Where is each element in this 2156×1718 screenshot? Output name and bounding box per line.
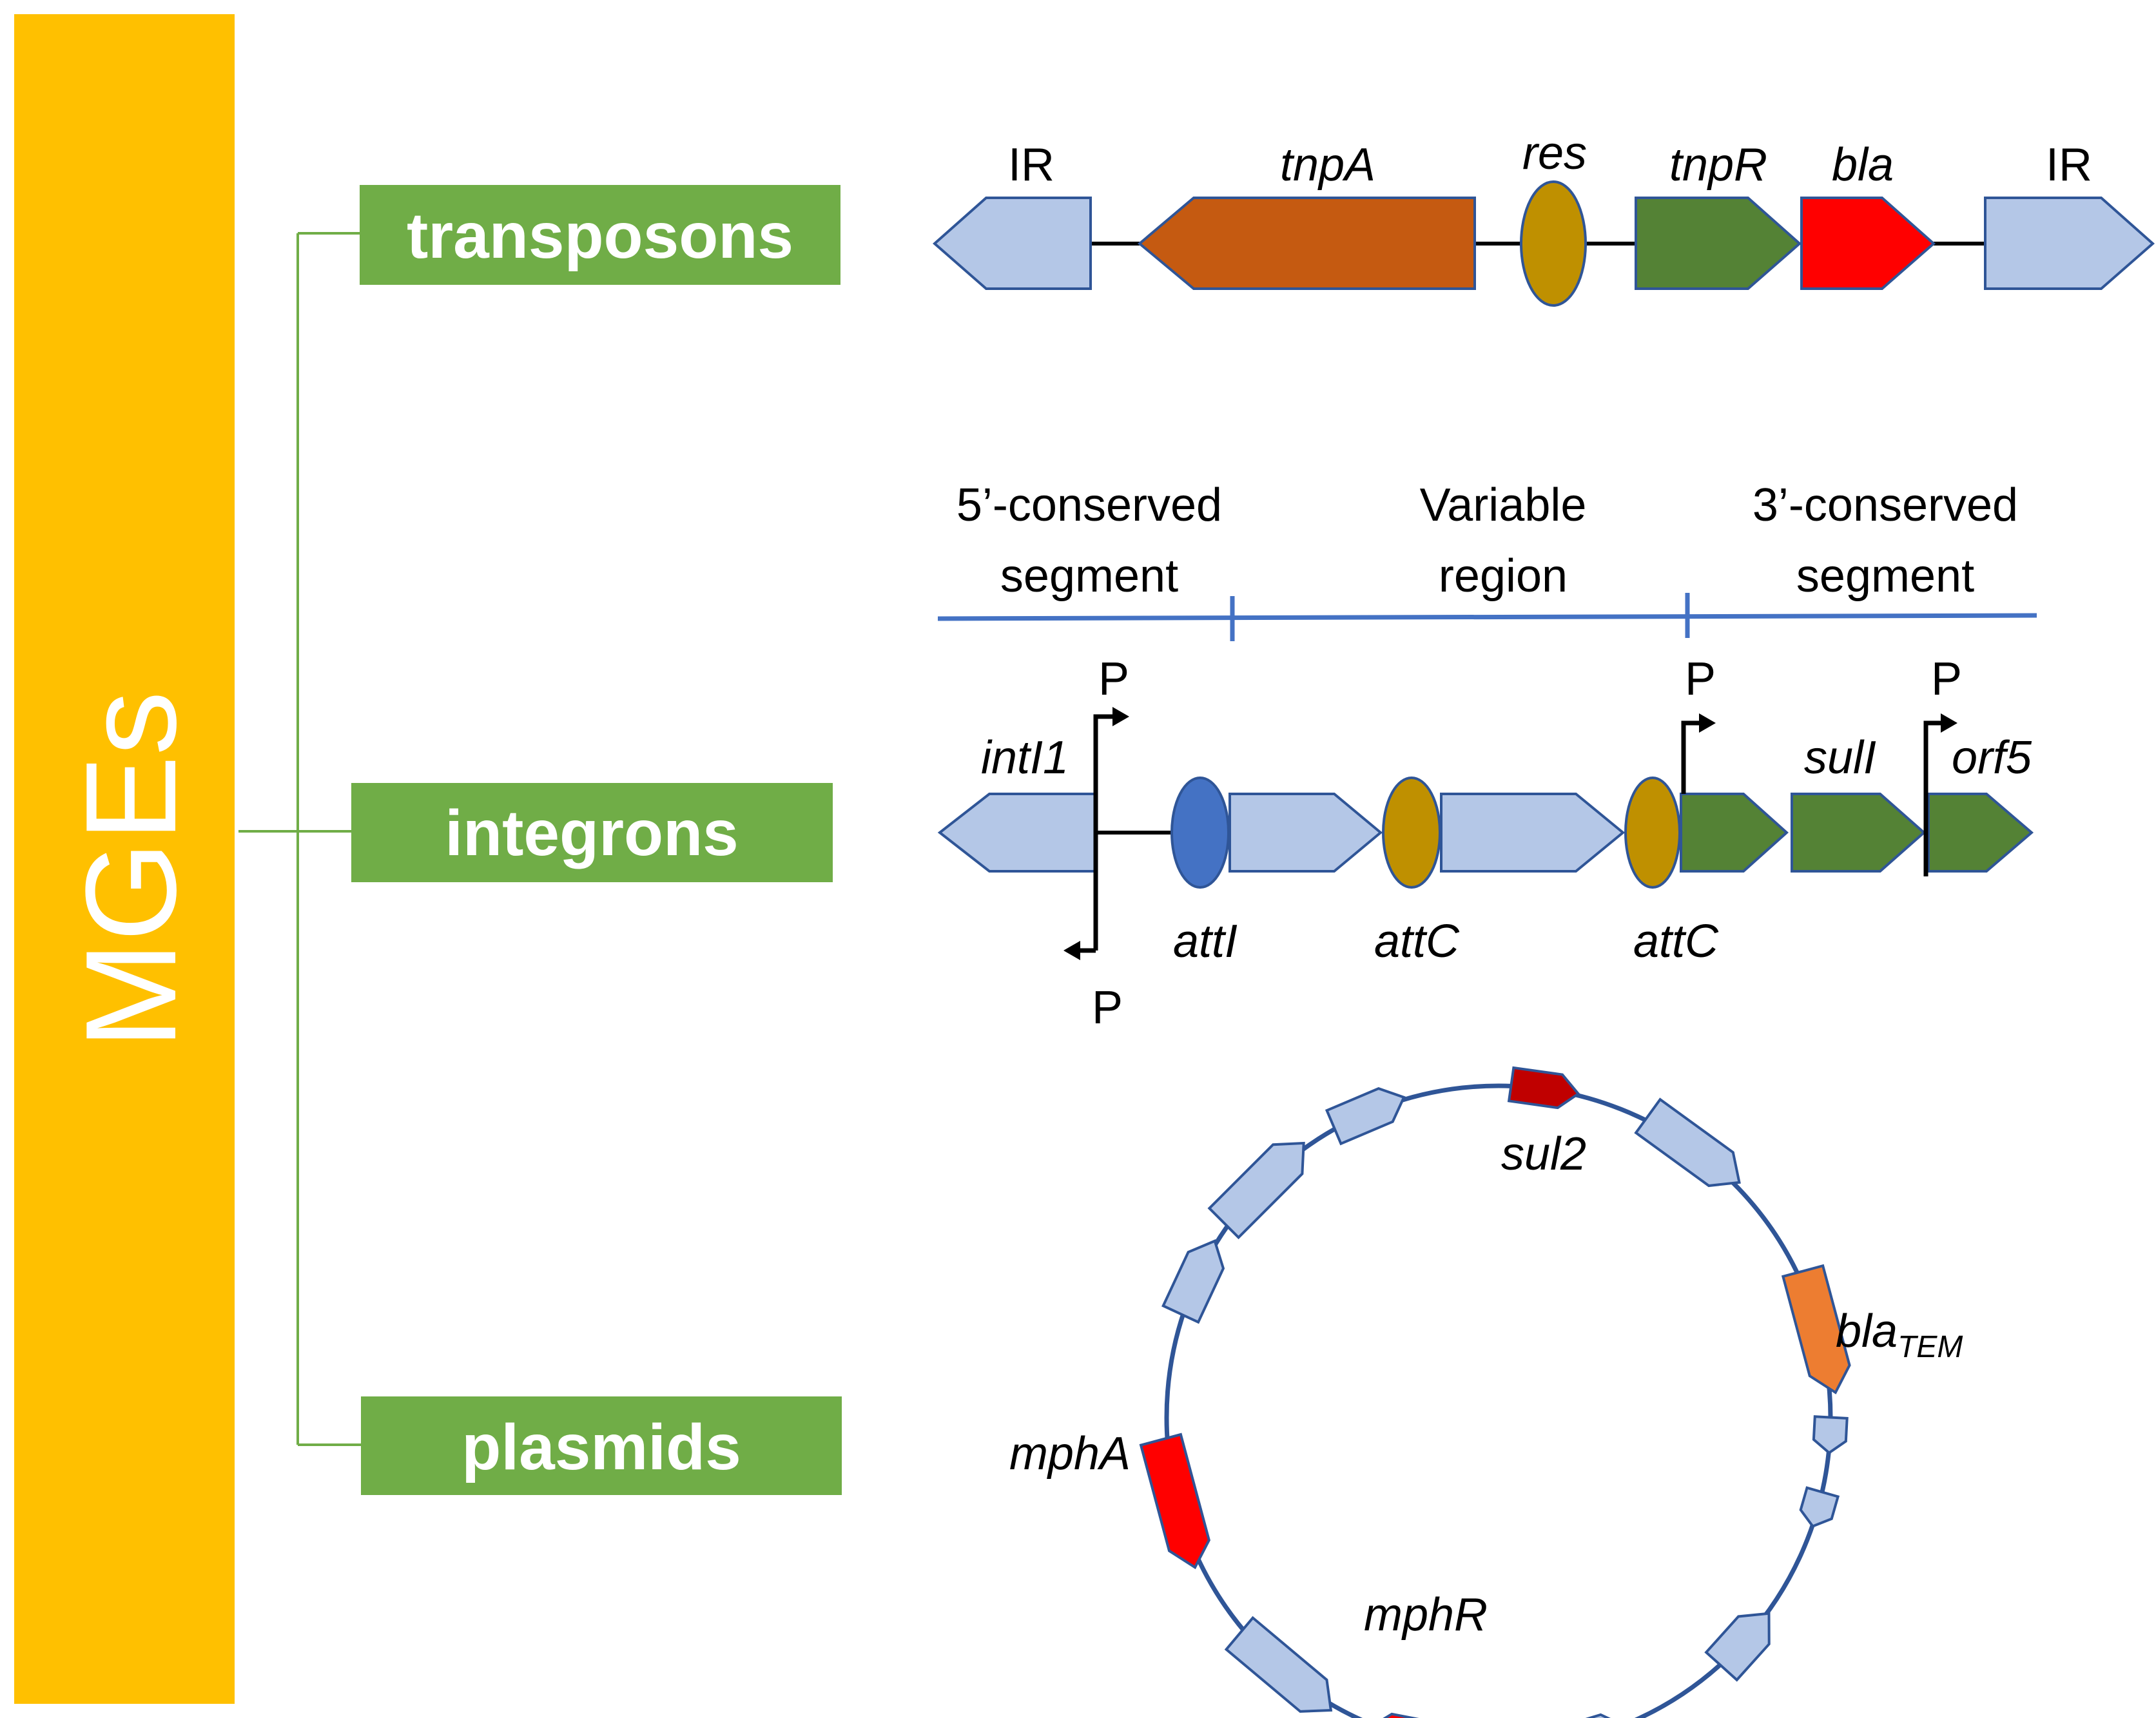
mges-bar xyxy=(14,14,235,1704)
segment-3-line1: 3’-conserved xyxy=(1753,479,2018,531)
cassette-1 xyxy=(1229,793,1383,873)
plasmid-gene-right-small-2 xyxy=(1799,1486,1840,1528)
sul2-label: sul2 xyxy=(1501,1128,1586,1180)
ir-right-gene xyxy=(1984,197,2155,290)
blaTEM-label-sub: TEM xyxy=(1898,1330,1963,1364)
plasmid-genes xyxy=(1139,1066,1851,1718)
transposons-label: transposons xyxy=(407,200,793,272)
promoter-intl1-arrow-right xyxy=(1112,707,1129,726)
plasmid-gene-lower-left xyxy=(1224,1616,1333,1713)
bla-gene xyxy=(1800,197,1936,290)
plasmid-gene-mphA xyxy=(1139,1433,1210,1570)
plasmid-gene-left-upper xyxy=(1161,1239,1225,1324)
segment-5-line1: 5’-conserved xyxy=(957,479,1222,531)
plasmid-gene-blaTEM xyxy=(1781,1264,1851,1395)
segment-5-line2: segment xyxy=(1000,550,1178,602)
promoter-orf5-arrow xyxy=(1941,713,1957,733)
tnpR-label: tnpR xyxy=(1669,139,1767,191)
plasmid-gene-sul2 xyxy=(1507,1066,1580,1110)
ir-left-label: IR xyxy=(1008,139,1054,191)
attC-site-2 xyxy=(1624,777,1681,889)
variable-line1: Variable xyxy=(1420,479,1587,531)
integron-segment-header: 5’-conserved segment Variable region 3’-… xyxy=(937,479,2037,641)
ir-left-gene xyxy=(932,197,1092,290)
promoter-orf5-label: P xyxy=(1931,653,1962,705)
blaTEM-label: blaTEM xyxy=(1836,1306,1963,1364)
variable-line2: region xyxy=(1439,550,1568,602)
plasmid-gene-upper-right xyxy=(1634,1097,1741,1188)
promoter-intl1-arrow-left xyxy=(1063,941,1080,960)
cassette-2 xyxy=(1440,793,1626,873)
promoter-intl1-top-label: P xyxy=(1098,653,1129,705)
connector-tree xyxy=(238,232,361,1446)
attC-2-label: attC xyxy=(1633,916,1719,967)
tnpA-label: tnpA xyxy=(1280,139,1375,191)
plasmid-gene-right-small-1 xyxy=(1812,1415,1849,1454)
tnpR-gene xyxy=(1635,197,1802,290)
attI-site xyxy=(1170,777,1230,889)
integrons-box xyxy=(351,783,833,882)
plasmids-box xyxy=(361,1396,842,1495)
attC-site-1 xyxy=(1382,777,1441,889)
bla-label: bla xyxy=(1832,139,1894,191)
orf5-label: orf5 xyxy=(1952,732,2032,784)
promoter-3cs-label: P xyxy=(1685,653,1716,705)
promoter-3cs xyxy=(1681,720,1705,794)
plasmid-gene-lower-right xyxy=(1704,1612,1771,1682)
plasmid-gene-upper-left xyxy=(1207,1141,1305,1240)
blaTEM-label-base: bla xyxy=(1836,1306,1898,1357)
mphA-label: mphA xyxy=(1009,1428,1131,1480)
mges-title: MGEs xyxy=(59,691,203,1049)
plasmid-gene-top-left xyxy=(1325,1086,1406,1146)
orf5-gene xyxy=(1927,793,2034,873)
sulI-label: sulI xyxy=(1804,732,1876,784)
integrons-label: integrons xyxy=(445,797,739,869)
sulI-gene xyxy=(1791,793,1927,873)
promoter-orf5 xyxy=(1923,720,1947,876)
plasmid-map: sul2 blaTEM mphA mphR xyxy=(1009,1066,1963,1718)
mphR-label: mphR xyxy=(1364,1589,1488,1641)
ir-right-label: IR xyxy=(2046,139,2092,191)
plasmid-gene-bottom-right xyxy=(1559,1713,1627,1718)
promoter-intl1-bottom-label: P xyxy=(1092,982,1123,1034)
plasmids-label: plasmids xyxy=(461,1411,741,1483)
intl1-label: intI1 xyxy=(981,732,1069,784)
qacE-gene xyxy=(1680,793,1789,873)
res-site xyxy=(1520,180,1587,307)
transposon-map: IR tnpA res tnpR bla IR xyxy=(932,128,2155,307)
promoter-3cs-arrow xyxy=(1699,713,1716,733)
segment-line xyxy=(937,613,2037,621)
attI-label: attI xyxy=(1173,916,1238,967)
attC-1-label: attC xyxy=(1374,916,1460,967)
tnpA-gene xyxy=(1137,197,1476,290)
transposons-box xyxy=(360,185,840,285)
plasmid-gene-mphR xyxy=(1363,1712,1511,1718)
intl1-gene xyxy=(937,793,1097,873)
res-label: res xyxy=(1522,128,1587,179)
segment-3-line2: segment xyxy=(1796,550,1974,602)
integron-map: P P P P intI1 attI attC attC sulI orf5 xyxy=(937,653,2034,1034)
